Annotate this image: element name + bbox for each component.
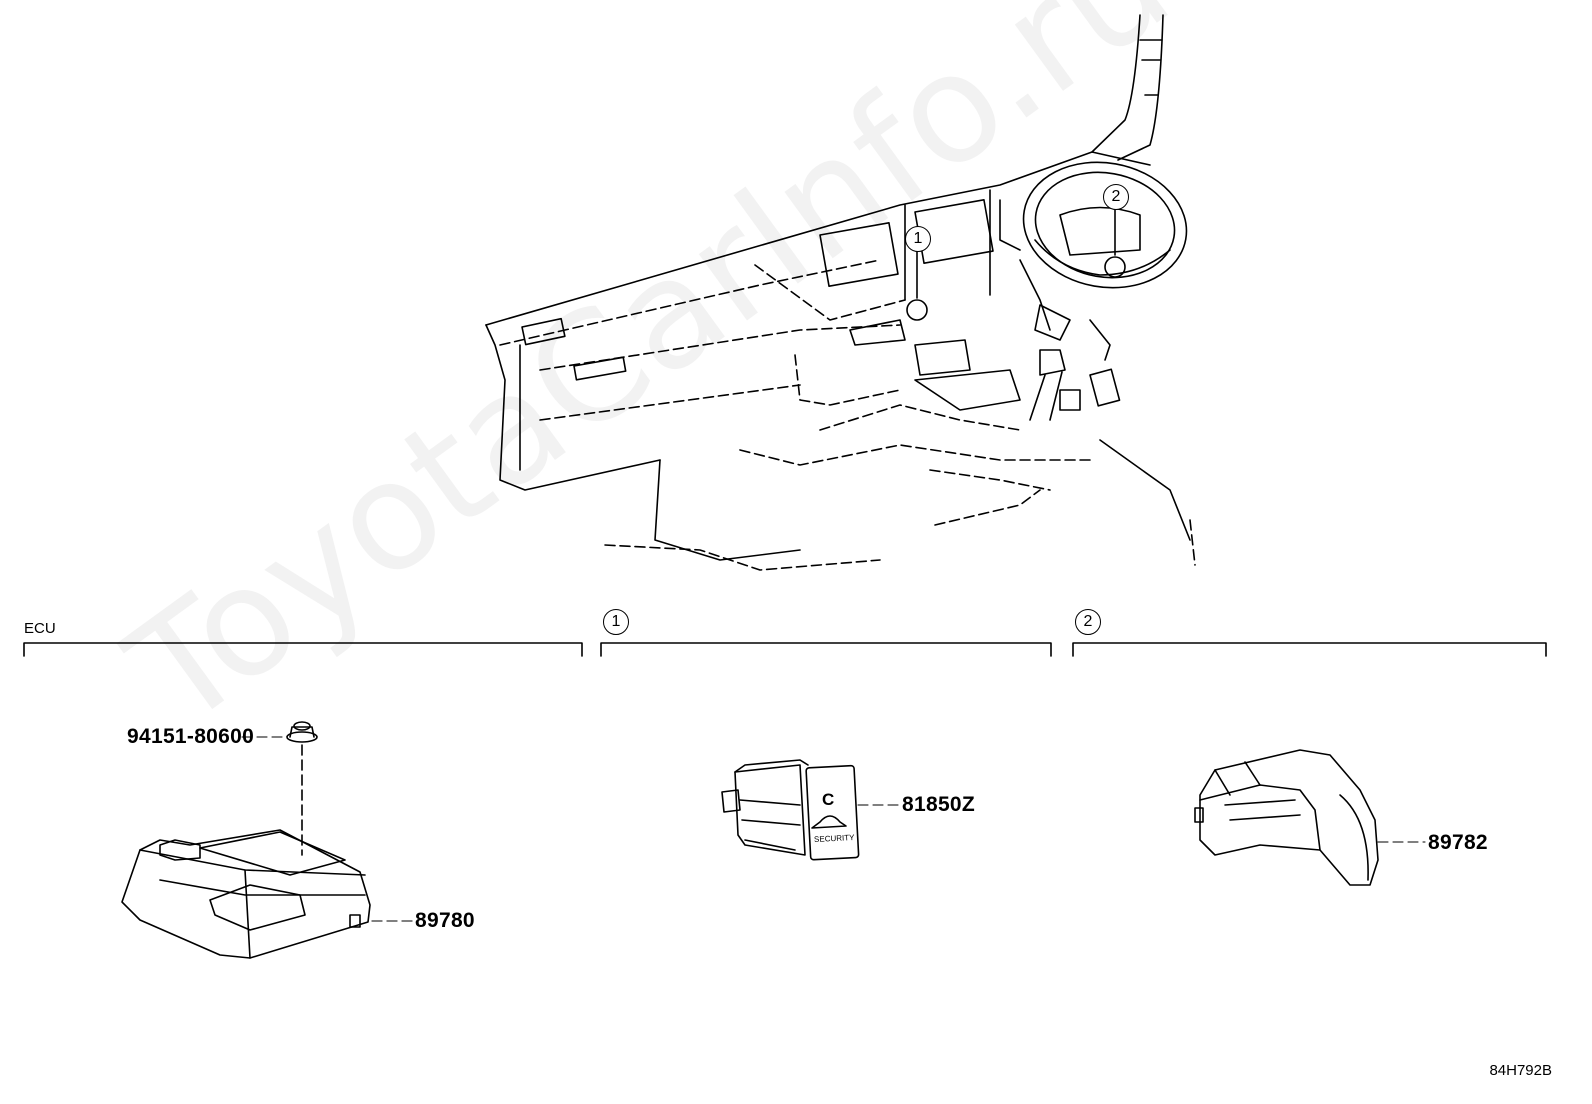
diagram-code: 84H792B [1489,1062,1552,1079]
switch-symbol: C [822,790,835,809]
locator-callout-1: 1 [905,226,931,252]
clip-illustration [241,721,318,856]
locator-dot-1 [906,299,928,321]
part-label-clip: 94151-80600 [127,725,255,748]
dashboard-illustration [485,14,1196,571]
locator-callout-2: 2 [1103,184,1129,210]
security-switch-illustration [721,759,899,861]
part-label-sensor: 89782 [1428,831,1488,854]
section-title-ecu: ECU [24,620,56,637]
section-title-1: 1 [603,609,629,635]
ecu-illustration [121,829,413,959]
part-label-ecu: 89780 [415,909,475,932]
locator-dot-2 [1104,256,1126,278]
section-brackets [23,642,1547,657]
sensor-illustration [1194,749,1426,886]
part-label-switch: 81850Z [902,793,976,816]
section-title-2: 2 [1075,609,1101,635]
